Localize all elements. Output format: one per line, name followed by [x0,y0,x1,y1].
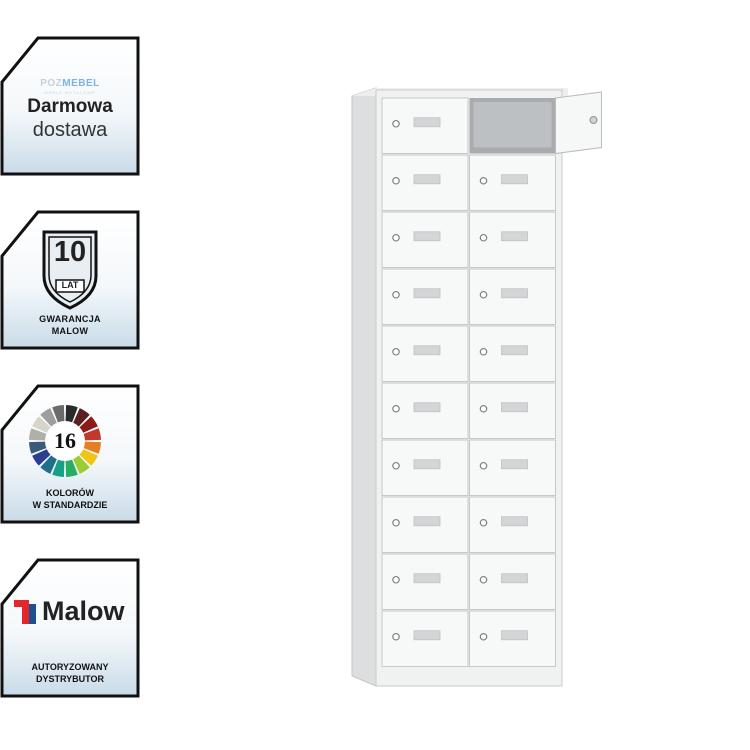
lock-icon [479,233,488,242]
locker-cabinet-image [351,87,602,687]
label-slot [501,630,528,641]
lock-icon [479,632,488,641]
label-slot [501,402,528,413]
color-swatch [32,416,51,433]
color-swatch [52,405,65,423]
badge-frame [0,384,140,524]
pozmebel-tagline: MEBLE METALOWE [44,90,96,95]
lock-icon [392,404,400,413]
warranty-badge: 10 LAT GWARANCJA MALOW [0,210,140,350]
color-swatch [79,416,98,433]
label-slot [413,402,441,413]
label-slot [413,345,441,356]
malow-logo-icon [14,600,36,624]
color-count: 16 [54,428,76,453]
color-swatch [65,405,78,423]
lock-icon [479,575,488,584]
color-swatch [73,408,90,427]
badge-frame [0,558,140,698]
label-slot [413,231,441,242]
color-swatch [29,441,47,454]
color-swatch [65,459,78,477]
color-swatch [52,459,65,477]
lock-icon [479,176,488,185]
label-slot [501,174,528,185]
label-slot [501,516,528,527]
lock-icon [589,116,598,124]
badge-title: KOLORÓW [46,488,94,498]
lock-icon [392,461,400,470]
label-slot [501,288,528,299]
label-slot [413,459,441,470]
warranty-unit: LAT [61,280,79,290]
lock-icon [392,575,400,584]
label-slot [413,630,441,641]
color-swatch [40,408,57,427]
badge-subtitle: dostawa [32,119,108,141]
color-swatch [73,455,90,474]
pozmebel-logo: POZMEBEL [40,78,100,89]
badge-frame [0,36,140,176]
lock-icon [479,404,488,413]
distributor-badge: Malow AUTORYZOWANY DYSTRYBUTOR [0,558,140,698]
color-swatch [40,455,57,474]
label-slot [413,117,441,128]
malow-logo-text: Malow [42,596,125,626]
label-slot [501,231,528,242]
lock-icon [392,233,400,242]
badge-title: AUTORYZOWANY [31,662,109,672]
badge-subtitle: W STANDARDZIE [32,500,108,510]
color-swatch [79,449,98,466]
free-delivery-badge: POZMEBEL MEBLE METALOWE Darmowa dostawa [0,36,140,176]
lock-icon [392,632,400,641]
colors-badge: 16 KOLORÓW W STANDARDZIE [0,384,140,524]
label-slot [413,573,441,584]
lock-icon [392,518,400,527]
lock-icon [479,518,488,527]
color-swatch [29,428,47,441]
label-slot [501,573,528,584]
label-slot [501,345,528,356]
lock-icon [392,176,400,185]
label-slot [413,288,441,299]
badge-subtitle: DYSTRYBUTOR [35,674,104,684]
label-slot [413,174,441,185]
label-slot [413,516,441,527]
badge-subtitle: MALOW [51,326,89,336]
lock-icon [392,347,400,356]
lock-icon [479,290,488,299]
color-swatch [83,441,101,454]
badge-title: Darmowa [27,96,113,117]
badge-title: GWARANCJA [39,314,101,324]
warranty-years: 10 [53,236,87,268]
label-slot [501,459,528,470]
color-wheel-icon [29,405,101,477]
lock-icon [479,347,488,356]
color-swatch [83,428,101,441]
color-swatch [32,449,51,466]
lock-icon [479,461,488,470]
badge-frame [0,210,140,350]
open-locker-door [555,91,602,155]
lock-icon [392,119,400,128]
lock-icon [392,290,400,299]
